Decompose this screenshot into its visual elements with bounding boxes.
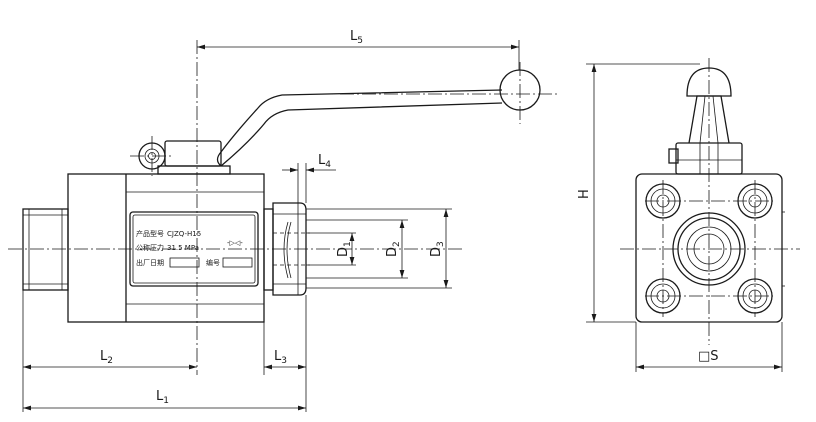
dim-l5-label: L5 [350, 29, 363, 46]
dim-l4-label: L4 [318, 153, 331, 170]
valve-symbol: -▷◁- [227, 239, 243, 247]
side-dimensions: H □S [577, 63, 783, 372]
serial-label: 编号 [206, 258, 220, 267]
dim-d3-label: D3 [429, 241, 446, 257]
side-handle [668, 67, 743, 175]
side-view [620, 58, 800, 345]
date-label: 出厂日期 [136, 258, 164, 267]
valve-body [67, 173, 265, 323]
dim-l2-label: L2 [100, 349, 113, 366]
dim-s-label: □S [698, 349, 719, 364]
model-value: CJZQ-H15 [167, 230, 201, 238]
dim-l1-label: L1 [156, 389, 169, 406]
dim-d2-label: D2 [385, 241, 402, 257]
handle-assembly [138, 69, 541, 175]
dim-l3-label: L3 [274, 349, 287, 366]
dim-d1-label: D1 [336, 241, 353, 257]
model-label: 产品型号 [136, 229, 164, 238]
left-threaded-end [22, 208, 69, 291]
front-dimensions: L5 L4 D1 D2 D3 L2 L3 L1 [22, 29, 520, 412]
dim-h-label: H [577, 189, 592, 199]
pressure-value: 31.5 MPa [167, 244, 199, 252]
pressure-label: 公称压力 [136, 243, 164, 252]
